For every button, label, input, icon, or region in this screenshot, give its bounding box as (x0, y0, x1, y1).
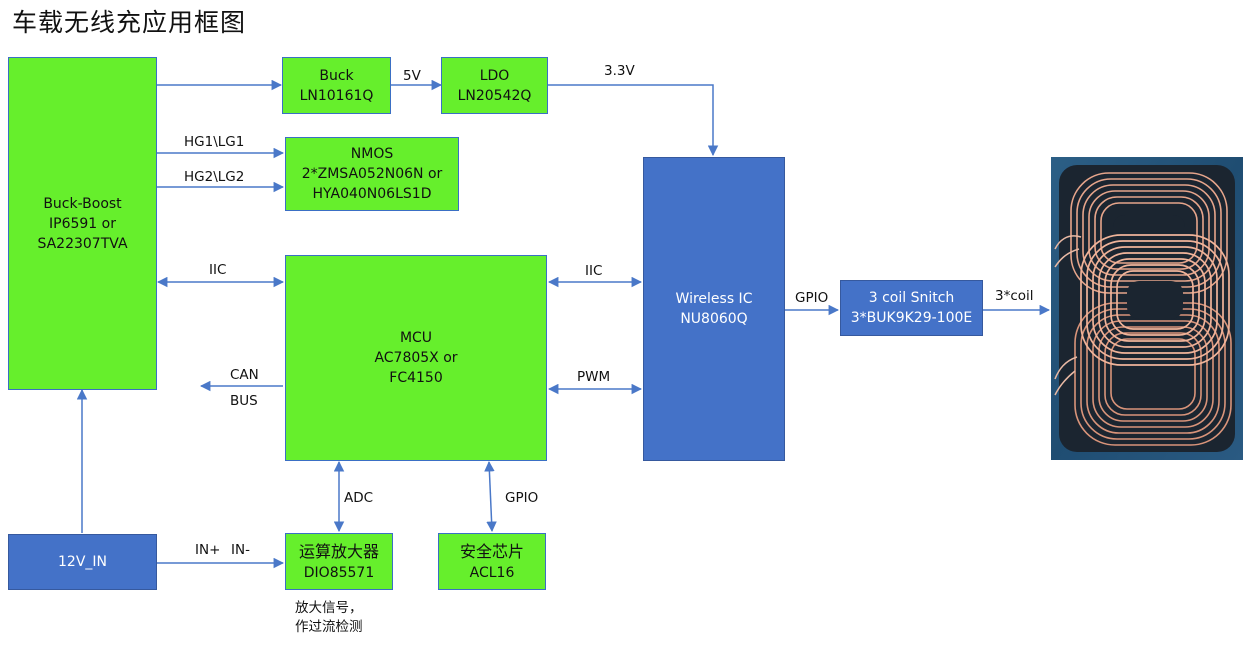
wire-gpio-bottom (484, 460, 497, 533)
label-bus: BUS (230, 393, 258, 409)
op-amp-block: 运算放大器 DIO85571 (285, 533, 393, 590)
ldo-block: LDO LN20542Q (441, 57, 548, 114)
buck-boost-part-1: IP6591 or (49, 215, 116, 232)
label-hg2-lg2: HG2\LG2 (184, 169, 245, 185)
label-hg1-lg1: HG1\LG1 (184, 134, 245, 150)
ldo-part: LN20542Q (457, 87, 532, 104)
mcu-block: MCU AC7805X or FC4150 (285, 255, 547, 461)
nmos-part-2: HYA040N06LS1D (312, 186, 432, 202)
label-in-plus: IN+ (195, 542, 221, 558)
coil-switch-part: 3*BUK9K29-100E (850, 310, 973, 326)
label-3-coil: 3*coil (995, 288, 1034, 304)
op-amp-note-line-2: 作过流检测 (295, 619, 363, 635)
nmos-name: NMOS (350, 146, 394, 162)
buck-block: Buck LN10161Q (282, 57, 391, 114)
security-chip-block: 安全芯片 ACL16 (438, 533, 546, 590)
diagram-title: 车载无线充应用框图 (12, 8, 247, 37)
label-adc: ADC (344, 490, 374, 506)
security-chip-part: ACL16 (469, 564, 515, 581)
mcu-part-1: AC7805X or (374, 350, 458, 366)
nmos-part-1: 2*ZMSA052N06N or (301, 166, 443, 182)
buck-name: Buck (319, 67, 354, 84)
label-iic-right: IIC (585, 263, 603, 279)
mcu-name: MCU (399, 330, 433, 346)
label-gpio-bottom: GPIO (505, 490, 539, 506)
buck-part: LN10161Q (299, 87, 374, 104)
op-amp-part: DIO85571 (303, 564, 375, 581)
coil-switch-block: 3 coil Snitch 3*BUK9K29-100E (840, 280, 983, 336)
wireless-coil-image (1051, 157, 1243, 460)
label-pwm: PWM (577, 369, 611, 385)
wire-ldo-wireless (548, 84, 719, 157)
label-gpio-right: GPIO (795, 290, 829, 306)
buck-boost-name: Buck-Boost (43, 195, 122, 212)
label-5v: 5V (403, 68, 421, 84)
wireless-ic-name: Wireless IC (675, 291, 753, 307)
op-amp-name: 运算放大器 (298, 541, 379, 561)
op-amp-note-line-1: 放大信号， (295, 600, 363, 616)
nmos-block: NMOS 2*ZMSA052N06N or HYA040N06LS1D (285, 137, 459, 211)
ldo-name: LDO (479, 67, 510, 84)
wireless-ic-block: Wireless IC NU8060Q (643, 157, 785, 461)
security-chip-name: 安全芯片 (459, 541, 524, 561)
coil-illustration (1051, 157, 1243, 460)
buck-boost-part-2: SA22307TVA (37, 235, 128, 252)
buck-boost-block: Buck-Boost IP6591 or SA22307TVA (8, 57, 157, 390)
label-can: CAN (230, 367, 259, 383)
coil-switch-name: 3 coil Snitch (868, 290, 955, 306)
mcu-part-2: FC4150 (389, 370, 443, 386)
label-3v3: 3.3V (604, 63, 635, 79)
label-in-minus: IN- (231, 542, 250, 558)
wireless-ic-part: NU8060Q (680, 311, 748, 327)
op-amp-note: 放大信号， 作过流检测 (295, 599, 363, 637)
input-12v-block: 12V_IN (8, 534, 157, 590)
label-iic-left: IIC (209, 262, 227, 278)
input-12v-label: 12V_IN (58, 554, 107, 570)
